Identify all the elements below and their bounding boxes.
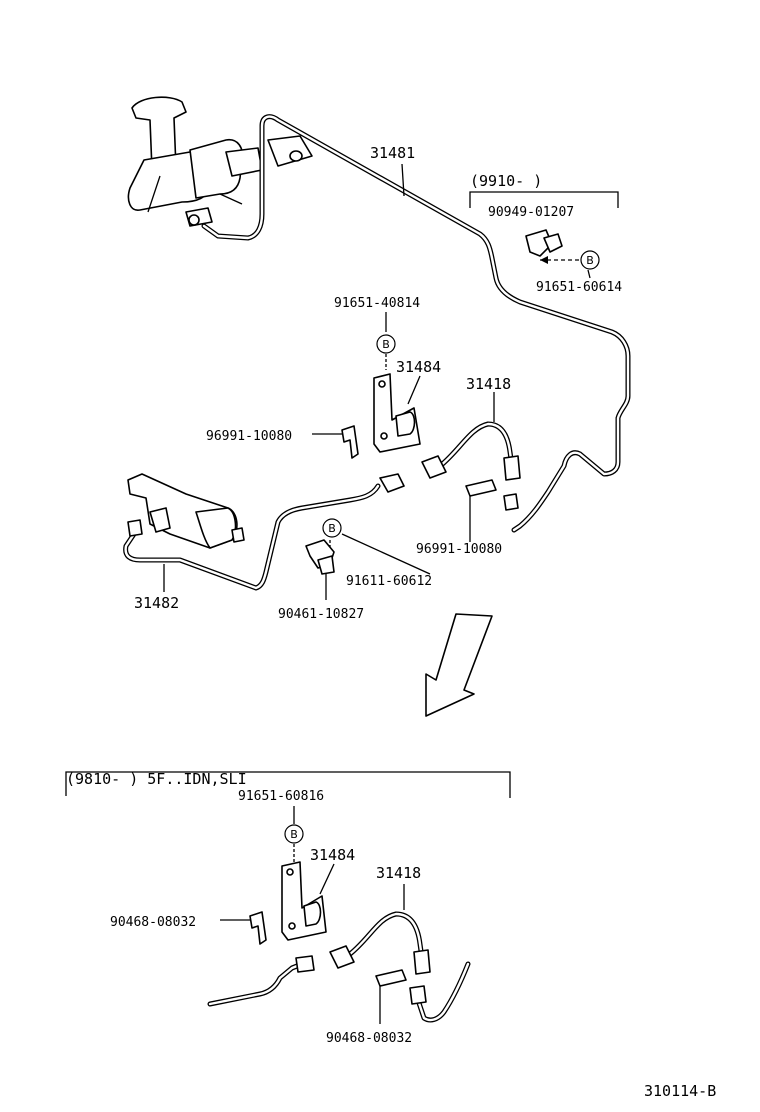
clip-90468-08032-right: [375, 969, 407, 987]
label-90949-01207: 90949-01207: [488, 205, 574, 220]
bracket-31484-bottom: [281, 861, 327, 941]
clip-90949-01207: [525, 229, 580, 264]
label-31418-top: 31418: [466, 375, 511, 393]
label-96991-10080-left: 96991-10080: [206, 429, 292, 444]
label-31484-top: 31484: [396, 358, 441, 376]
pipe-fitting-right: [503, 493, 519, 511]
clip-91611-60612: [305, 539, 335, 575]
flexible-hose-31418-top: [421, 421, 521, 481]
clip-96991-10080-right: [465, 479, 497, 497]
label-31418-bottom: 31418: [376, 864, 421, 882]
svg-text:B: B: [328, 522, 336, 535]
range-label-bottom: (9810- ) 5F..IDN,SLI: [66, 770, 247, 788]
svg-text:B: B: [290, 828, 298, 841]
clip-96991-10080-left: [341, 425, 359, 459]
marker-b-3: B: [322, 518, 342, 538]
pipe-31481: [201, 114, 631, 533]
label-90461-10827: 90461-10827: [278, 607, 364, 622]
label-91651-60614: 91651-60614: [536, 280, 622, 295]
label-91651-40814: 91651-40814: [334, 296, 420, 311]
label-31482: 31482: [134, 594, 179, 612]
clutch-release-cylinder: [127, 473, 245, 549]
label-91611-60612: 91611-60612: [346, 574, 432, 589]
marker-b-4: B: [284, 824, 304, 844]
pipe-bottom-right: [409, 961, 471, 1023]
label-90468-08032-right: 90468-08032: [326, 1031, 412, 1046]
clutch-master-cylinder: [127, 96, 313, 227]
marker-b-2: B: [376, 334, 396, 354]
range-bracket-top: [469, 191, 619, 208]
label-96991-10080-right: 96991-10080: [416, 542, 502, 557]
label-90468-08032-left: 90468-08032: [110, 915, 196, 930]
figure-code: 310114-B: [644, 1082, 716, 1100]
clip-90468-08032-left: [249, 911, 267, 945]
range-bracket-bottom: [65, 771, 511, 798]
flexible-hose-31418-bottom: [329, 911, 431, 975]
detail-arrow-icon: [425, 613, 493, 717]
svg-text:B: B: [586, 254, 594, 267]
label-31484-bottom: 31484: [310, 846, 355, 864]
svg-text:B: B: [382, 338, 390, 351]
pipe-bottom-left: [207, 955, 315, 1007]
pipe-31482: [123, 473, 405, 591]
range-label-top: (9910- ): [470, 172, 542, 190]
label-31481: 31481: [370, 144, 415, 162]
marker-b-1: B: [580, 250, 600, 270]
bracket-31484-top: [373, 373, 421, 453]
label-91651-60816: 91651-60816: [238, 789, 324, 804]
